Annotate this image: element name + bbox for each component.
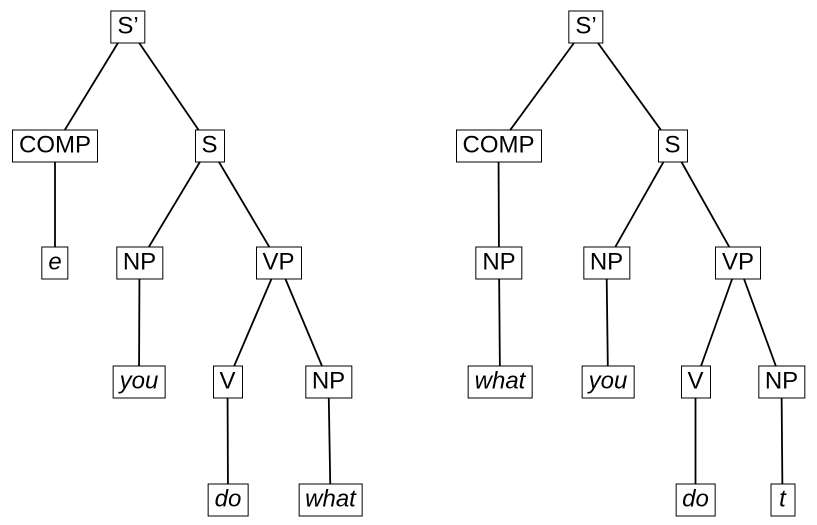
left-node-comp: COMP: [12, 129, 98, 163]
left-node-s-bar: S’: [110, 10, 146, 43]
left-node-you: you: [112, 365, 166, 398]
left-node-what: what: [298, 483, 363, 516]
right-node-do: do: [675, 483, 716, 516]
left-node-np-subject: NP: [115, 246, 164, 279]
right-node-np-comp: NP: [475, 246, 523, 279]
right-node-np-object: NP: [757, 365, 806, 398]
left-node-np-object: NP: [304, 365, 353, 398]
right-node-s: S: [657, 129, 688, 163]
right-node-s-bar: S’: [568, 10, 604, 43]
right-node-vp: VP: [714, 246, 762, 279]
left-node-vp: VP: [255, 246, 302, 279]
right-node-t: t: [770, 483, 795, 516]
right-node-you: you: [581, 365, 635, 398]
left-node-s: S: [194, 129, 225, 163]
right-node-np-subject: NP: [582, 246, 631, 279]
left-node-do: do: [207, 483, 249, 516]
left-node-v: V: [212, 365, 243, 398]
right-node-comp: COMP: [455, 129, 542, 163]
right-node-v: V: [680, 365, 711, 398]
left-node-e: e: [41, 246, 69, 279]
right-node-what: what: [467, 365, 533, 398]
